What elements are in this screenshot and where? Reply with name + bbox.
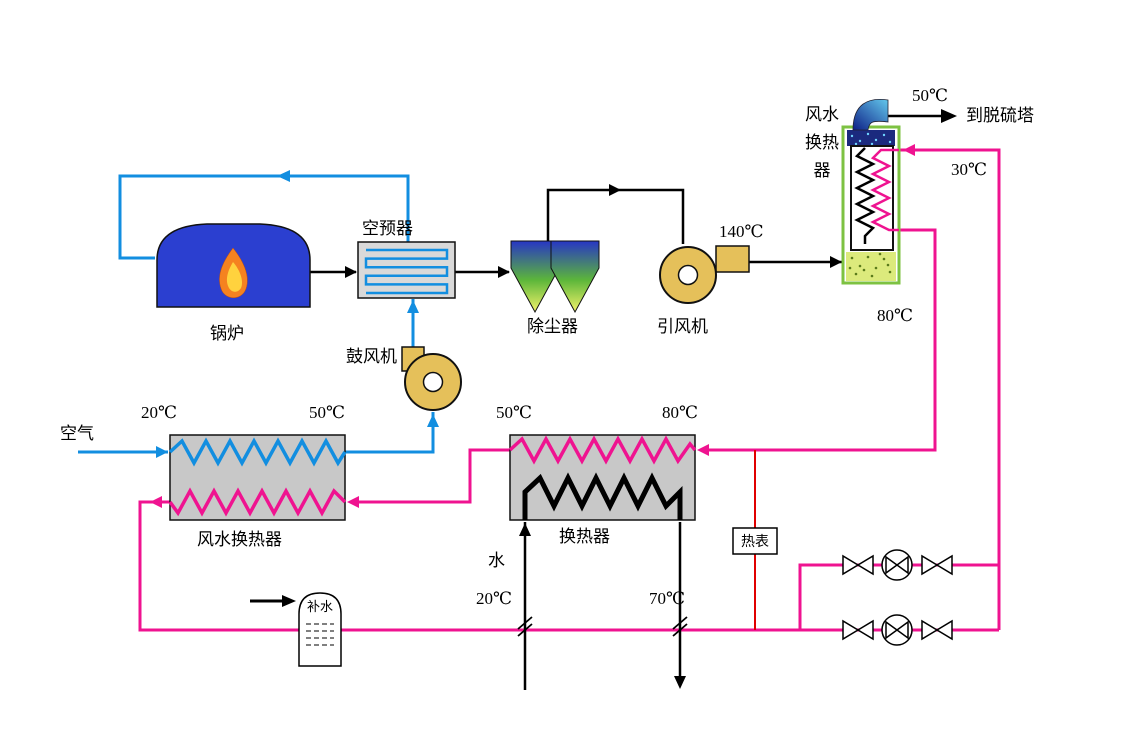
line-break-marks xyxy=(517,616,688,637)
flue-outlet-elbow xyxy=(852,98,889,131)
dust-to-fan-duct xyxy=(546,188,685,244)
blower-fan xyxy=(401,346,462,411)
hot-air-to-boiler-pipe xyxy=(118,174,410,260)
valve-icon xyxy=(856,554,874,576)
valve-icon xyxy=(842,619,860,641)
top-speckles xyxy=(850,132,892,146)
valve-icon xyxy=(842,554,860,576)
flue-arrow-icon xyxy=(830,256,842,268)
left-hx-label: 风水换热器 xyxy=(197,530,282,549)
to-tower-arrow-icon xyxy=(941,109,957,123)
process-water-lines xyxy=(523,522,682,690)
air-preheater-label: 空预器 xyxy=(362,219,413,238)
makeup-water-tank xyxy=(250,592,342,667)
temp-hot-water-out: 70℃ xyxy=(649,589,686,608)
bottom-speckles xyxy=(848,252,892,278)
heat-meter xyxy=(732,527,778,555)
induced-draft-fan xyxy=(659,245,750,304)
dust-collector-label: 除尘器 xyxy=(527,317,578,336)
right-air-water-hx xyxy=(841,98,901,285)
valve-icon xyxy=(935,554,953,576)
temp-supply-water: 80℃ xyxy=(877,306,914,325)
temp-hx-water-in: 80℃ xyxy=(662,403,699,422)
temp-return-water: 30℃ xyxy=(951,160,988,179)
air-loop-arrow-icon xyxy=(277,170,290,182)
flue-side-zigzag xyxy=(854,147,876,244)
hx-to-left-hx-pipe xyxy=(352,448,510,504)
pump-impeller xyxy=(895,555,909,575)
preheater-coil xyxy=(364,248,449,295)
flue-arrow-icon xyxy=(498,266,510,278)
boiler-label: 锅炉 xyxy=(210,324,244,343)
pump-valve-group xyxy=(842,549,953,646)
return-water-arrow-icon xyxy=(903,144,915,156)
hot-water-arrow-icon xyxy=(347,496,359,508)
water-side-zigzag xyxy=(870,148,899,232)
fan-hub-icon xyxy=(422,371,444,393)
return-water-pipe xyxy=(899,148,1001,630)
water-inlet-label: 水 xyxy=(488,551,505,570)
water-in-arrow-icon xyxy=(519,523,531,536)
water-out-arrow-icon xyxy=(674,676,686,689)
temp-air-out: 50℃ xyxy=(309,403,346,422)
blower-label: 鼓风机 xyxy=(346,347,397,366)
air-to-blower-pipe xyxy=(345,412,435,454)
flue-arrow-icon xyxy=(345,266,357,278)
flame-core xyxy=(226,262,243,292)
air-up-arrow-icon xyxy=(427,414,439,427)
right-hx-label-line2: 换热 xyxy=(805,133,839,152)
cold-side-zigzag xyxy=(522,472,683,520)
makeup-tank-label: 补水 xyxy=(306,599,333,614)
flow-arrows xyxy=(150,109,957,689)
left-air-water-hx xyxy=(168,434,347,521)
right-hx-label-line3: 器 xyxy=(813,161,831,180)
valve-icon xyxy=(921,619,939,641)
hot-side-zigzag xyxy=(508,435,697,465)
hot-water-arrow-icon xyxy=(697,444,709,456)
valve-icon xyxy=(921,554,939,576)
temp-cold-water-in: 20℃ xyxy=(476,589,513,608)
induced-fan-label: 引风机 xyxy=(657,317,708,336)
pump-impeller xyxy=(885,555,899,575)
temp-air-in: 20℃ xyxy=(141,403,178,422)
air-coil-zigzag xyxy=(168,437,347,467)
mid-hx-label: 换热器 xyxy=(559,527,610,546)
air-up-arrow-icon xyxy=(407,300,419,313)
water-coil-zigzag xyxy=(168,487,347,517)
right-hx-label-line1: 风水 xyxy=(805,105,839,124)
temp-flue-outlet: 50℃ xyxy=(912,86,949,105)
boiler xyxy=(156,223,311,308)
pump-impeller xyxy=(885,620,899,640)
fan-hub-icon xyxy=(677,264,699,286)
right-hx-label: 风水 换热 器 xyxy=(800,101,844,185)
flue-arrow-icon xyxy=(609,184,621,196)
flue-top-zone xyxy=(847,130,895,146)
heat-meter-label: 热表 xyxy=(741,535,769,550)
temp-fan-outlet: 140℃ xyxy=(719,222,764,241)
air-inlet-arrow-icon xyxy=(156,446,168,458)
dust-collector xyxy=(510,240,600,314)
water-water-hx xyxy=(508,434,697,521)
temp-hx-water-out: 50℃ xyxy=(496,403,533,422)
air-piping xyxy=(78,174,435,454)
supply-water-pipe xyxy=(700,228,937,452)
air-inlet-label: 空气 xyxy=(60,424,94,443)
air-preheater xyxy=(357,241,456,299)
to-tower-label: 到脱硫塔 xyxy=(966,106,1034,125)
valve-icon xyxy=(935,619,953,641)
pump-impeller xyxy=(895,620,909,640)
hot-water-arrow-icon xyxy=(150,496,162,508)
makeup-inlet-arrow-icon xyxy=(282,595,296,607)
valve-icon xyxy=(856,619,874,641)
